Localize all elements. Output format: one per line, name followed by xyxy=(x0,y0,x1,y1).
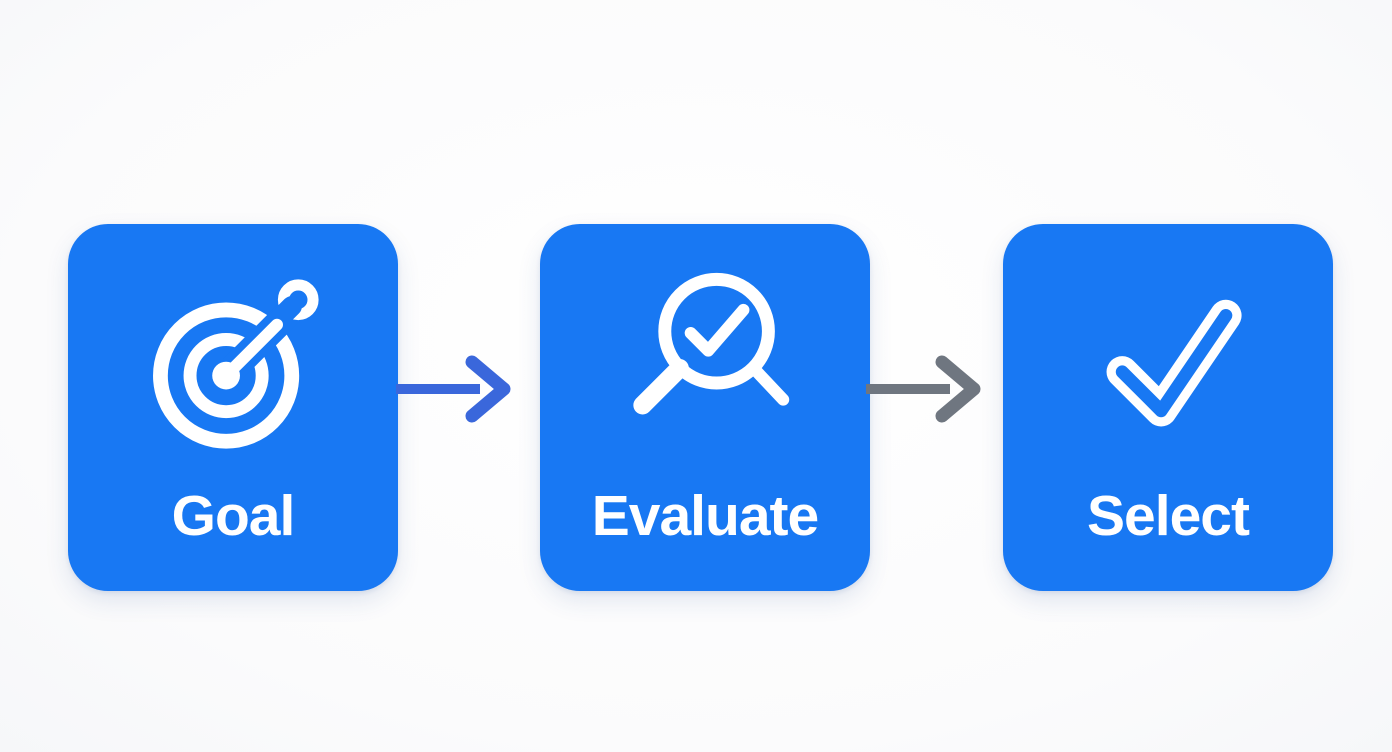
step-label-evaluate: Evaluate xyxy=(591,484,819,548)
target-dart-icon xyxy=(141,272,326,457)
step-card-goal: Goal xyxy=(68,224,398,591)
arrow-goal-to-evaluate xyxy=(396,355,511,423)
step-label-select: Select xyxy=(1087,484,1250,548)
step-card-evaluate: Evaluate xyxy=(540,224,870,591)
step-card-select: Select xyxy=(1003,224,1333,591)
magnifier-check-icon xyxy=(613,272,798,457)
step-label-goal: Goal xyxy=(171,484,296,548)
checkmark-outline-icon xyxy=(1076,272,1261,457)
arrow-evaluate-to-select xyxy=(866,355,981,423)
